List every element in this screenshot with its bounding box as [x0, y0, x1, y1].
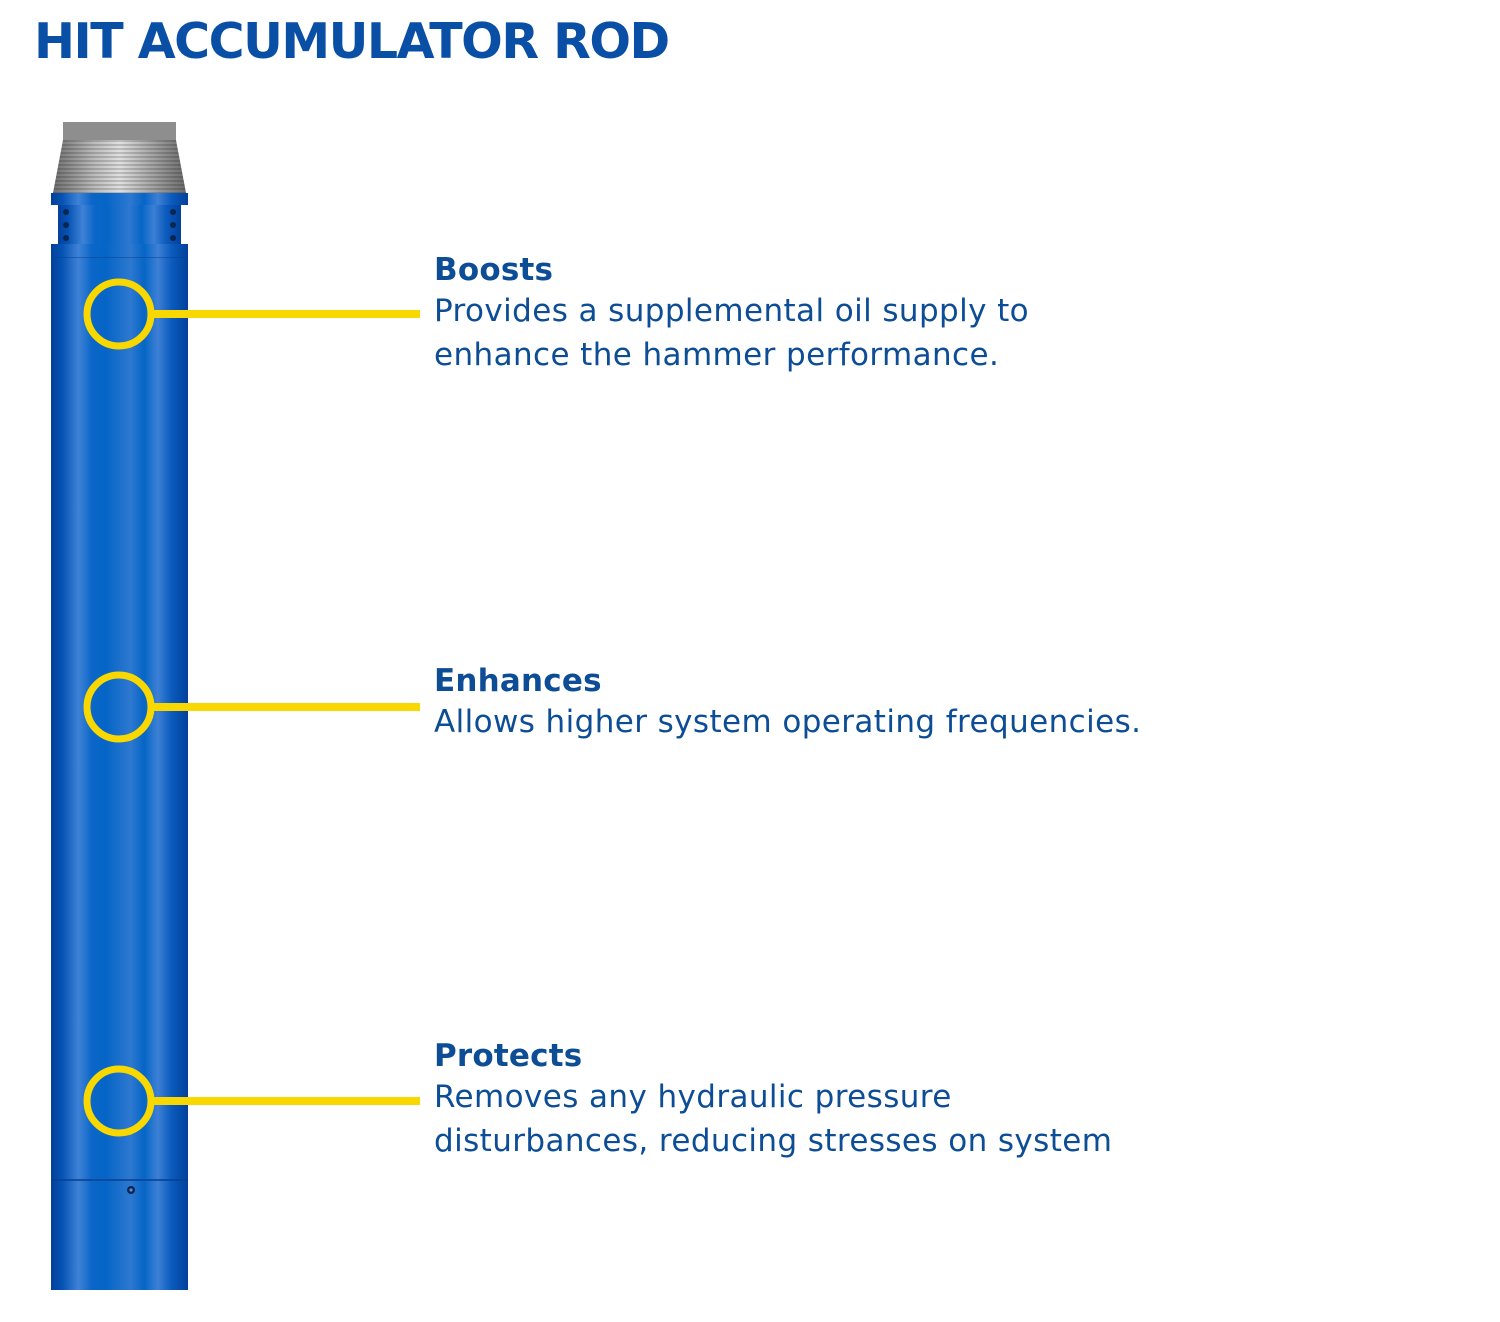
port-holes [63, 209, 176, 241]
accumulator-rod-illustration [51, 122, 420, 1290]
rod-head [51, 193, 188, 259]
callout-description: Provides a supplemental oil supply to en… [434, 293, 1030, 373]
callout-enhances: Enhances Allows higher system operating … [434, 662, 1474, 744]
callout-marker-boosts [83, 278, 420, 350]
callout-heading: Protects [434, 1038, 583, 1074]
callout-marker-protects [83, 1065, 420, 1137]
threaded-connector [53, 122, 186, 193]
page-title: HIT ACCUMULATOR ROD [34, 13, 670, 70]
callout-heading: Boosts [434, 252, 554, 288]
callout-heading: Enhances [434, 663, 602, 699]
callout-protects: Protects Removes any hydraulic pressure … [434, 1037, 1474, 1163]
callout-description: Removes any hydraulic pressure disturban… [434, 1079, 1113, 1159]
callout-description: Allows higher system operating frequenci… [434, 704, 1142, 740]
rod-body [51, 258, 188, 1290]
callout-boosts: Boosts Provides a supplemental oil suppl… [434, 251, 1474, 377]
callout-marker-enhances [83, 671, 420, 743]
rod-bottom-section [51, 1179, 188, 1194]
